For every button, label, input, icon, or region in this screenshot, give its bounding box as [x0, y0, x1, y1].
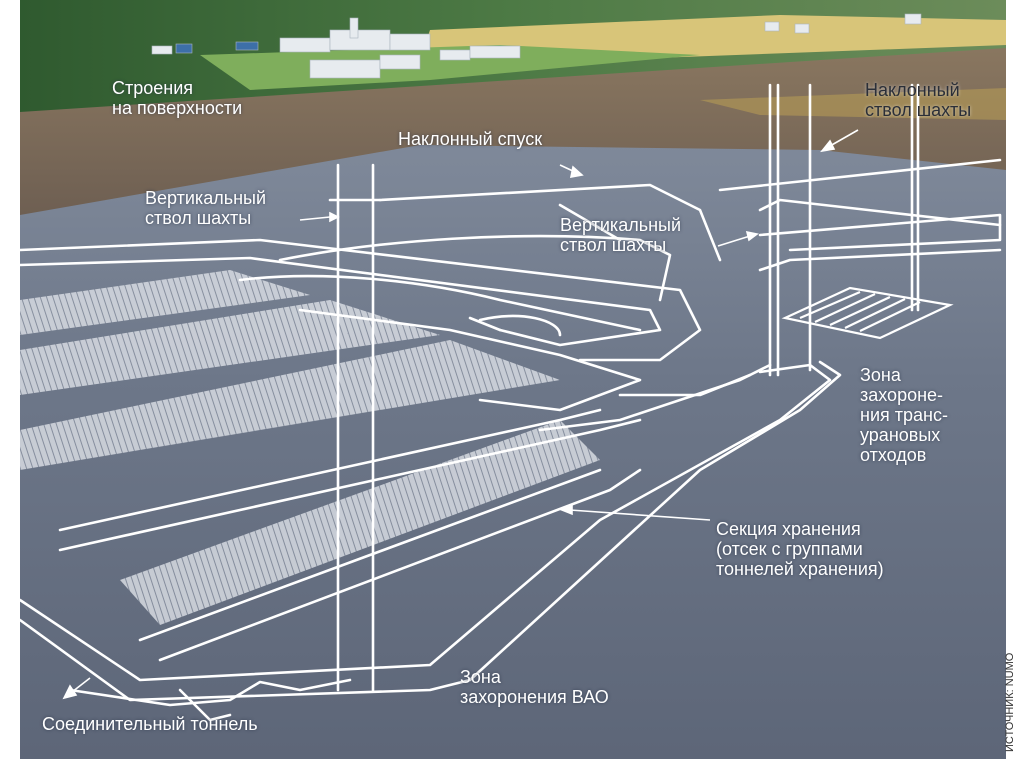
soil-layer — [20, 45, 1006, 215]
green-lawn — [200, 45, 700, 90]
label-storage-section: Секция хранения (отсек с группами тоннел… — [716, 519, 884, 579]
label-connecting-tunnel: Соединительный тоннель — [42, 714, 258, 734]
label-inclined-shaft-top: Наклонный ствол шахты — [865, 80, 972, 120]
label-surface-structures: Строения на поверхности — [112, 78, 243, 118]
label-vertical-shaft-left: Вертикальный ствол шахты — [145, 188, 267, 228]
label-inclined-descent: Наклонный спуск — [398, 129, 543, 149]
surface-buildings — [151, 13, 922, 79]
source-credit: ИСТОЧНИК: NUMO — [1004, 652, 1016, 752]
tru-disposal-grid — [781, 286, 954, 340]
label-arrows — [62, 129, 859, 700]
tunnel-network — [18, 83, 1002, 722]
soil-strip-right — [700, 88, 1006, 120]
label-tru-disposal-zone: Зона захороне- ния транс- урановых отход… — [860, 365, 948, 465]
storage-panels-hlw — [20, 270, 600, 625]
label-hlw-disposal-zone: Зона захоронения ВАО — [460, 667, 609, 707]
label-vertical-shaft-right: Вертикальный ствол шахты — [560, 215, 682, 255]
